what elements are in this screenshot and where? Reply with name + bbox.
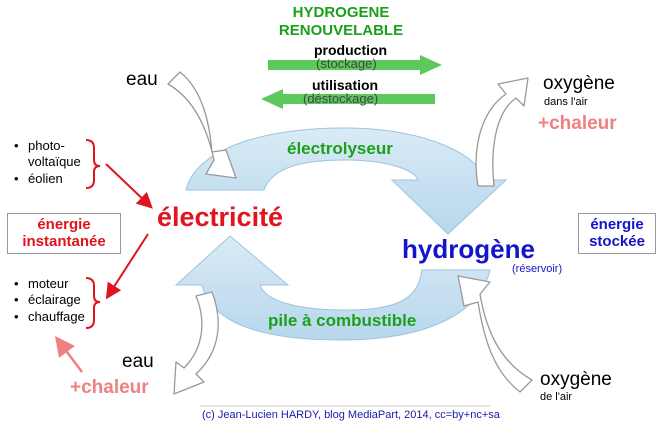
- pile-arrow: [174, 235, 491, 341]
- oxygene-bottom-label: oxygène: [540, 369, 612, 390]
- eau-top-label: eau: [126, 69, 158, 90]
- production-arrow: [268, 55, 442, 75]
- source-brace: [85, 139, 101, 189]
- energie-instantanee-box: énergie instantanée: [7, 213, 121, 254]
- use-item-chauffage: chauffage: [14, 309, 85, 326]
- title-line2: RENOUVELABLE: [278, 22, 404, 39]
- chaleur-top-label: +chaleur: [538, 113, 617, 134]
- production-sublabel: (stockage): [316, 56, 377, 71]
- source-to-electricite-arrow: [105, 163, 153, 209]
- title-line1: HYDROGENE: [292, 4, 390, 21]
- oxygene-top-label: oxygène: [543, 73, 615, 94]
- production-label: production: [314, 42, 388, 58]
- utilisation-sublabel: (déstockage): [303, 91, 379, 106]
- pile-label: pile à combustible: [268, 311, 417, 330]
- hydrogene-label: hydrogène: [402, 234, 535, 264]
- eau-bottom-label: eau: [122, 351, 154, 372]
- use-item-eclairage: éclairage: [14, 292, 85, 309]
- use-item-moteur: moteur: [14, 276, 85, 293]
- energie-stockee-box: énergie stockée: [578, 213, 656, 254]
- source-item-photo: photo-voltaïque: [14, 138, 81, 171]
- electricite-label: électricité: [157, 202, 284, 232]
- eau-top-arrow: [167, 71, 237, 179]
- utilisation-arrow: [261, 89, 435, 109]
- oxygene-top-arrow: [475, 77, 529, 187]
- reservoir-label: (réservoir): [512, 263, 563, 275]
- electrolyseur-label: électrolyseur: [287, 139, 393, 158]
- chaleur-bottom-arrow: [55, 336, 83, 373]
- utilisation-label: utilisation: [312, 77, 379, 93]
- oxygene-bottom-arrow: [457, 275, 533, 393]
- eau-bottom-arrow: [173, 291, 219, 395]
- chaleur-bottom-label: +chaleur: [70, 377, 149, 398]
- source-list: photo-voltaïque éolien: [14, 138, 81, 187]
- oxygene-bottom-sublabel: de l'air: [540, 391, 573, 403]
- use-list: moteur éclairage chauffage: [14, 276, 85, 325]
- credit-text: (c) Jean-Lucien HARDY, blog MediaPart, 2…: [202, 409, 500, 421]
- electricite-to-uses-arrow: [105, 233, 149, 300]
- use-brace: [85, 277, 101, 329]
- source-item-eolien: éolien: [14, 171, 81, 188]
- oxygene-top-sublabel: dans l'air: [544, 96, 588, 108]
